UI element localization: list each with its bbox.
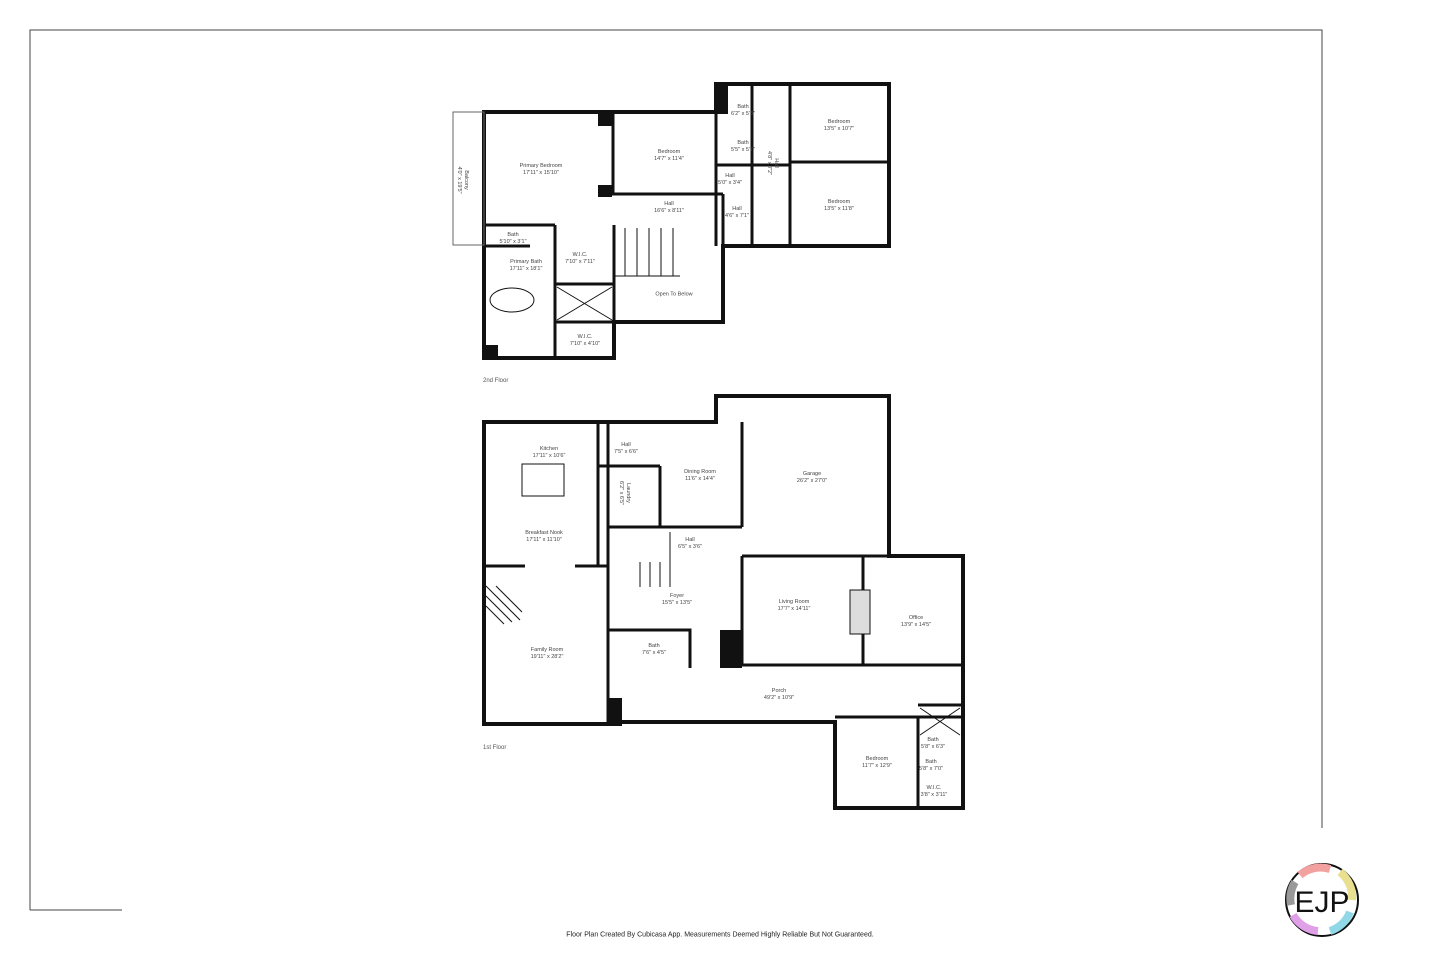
ejp-logo: EJP [1285, 863, 1359, 937]
room-label-open-to-below: Open To Below [655, 291, 693, 298]
room-label-wic: W.I.C.7'10" x 4'10" [569, 334, 601, 347]
page-frame [29, 29, 1323, 911]
floor-label-1st: 1st Floor [483, 745, 507, 751]
second-floor-walls [452, 82, 891, 360]
footer-disclaimer: Floor Plan Created By Cubicasa App. Meas… [566, 931, 874, 939]
first-floor-walls [482, 394, 965, 810]
room-label-wic: W.I.C.3'8" x 3'11" [920, 785, 948, 798]
svg-text:EJP: EJP [1294, 886, 1349, 919]
room-label-wic: W.I.C.7'10" x 7'11" [565, 252, 595, 265]
floor-label-2nd: 2nd Floor [483, 378, 509, 384]
